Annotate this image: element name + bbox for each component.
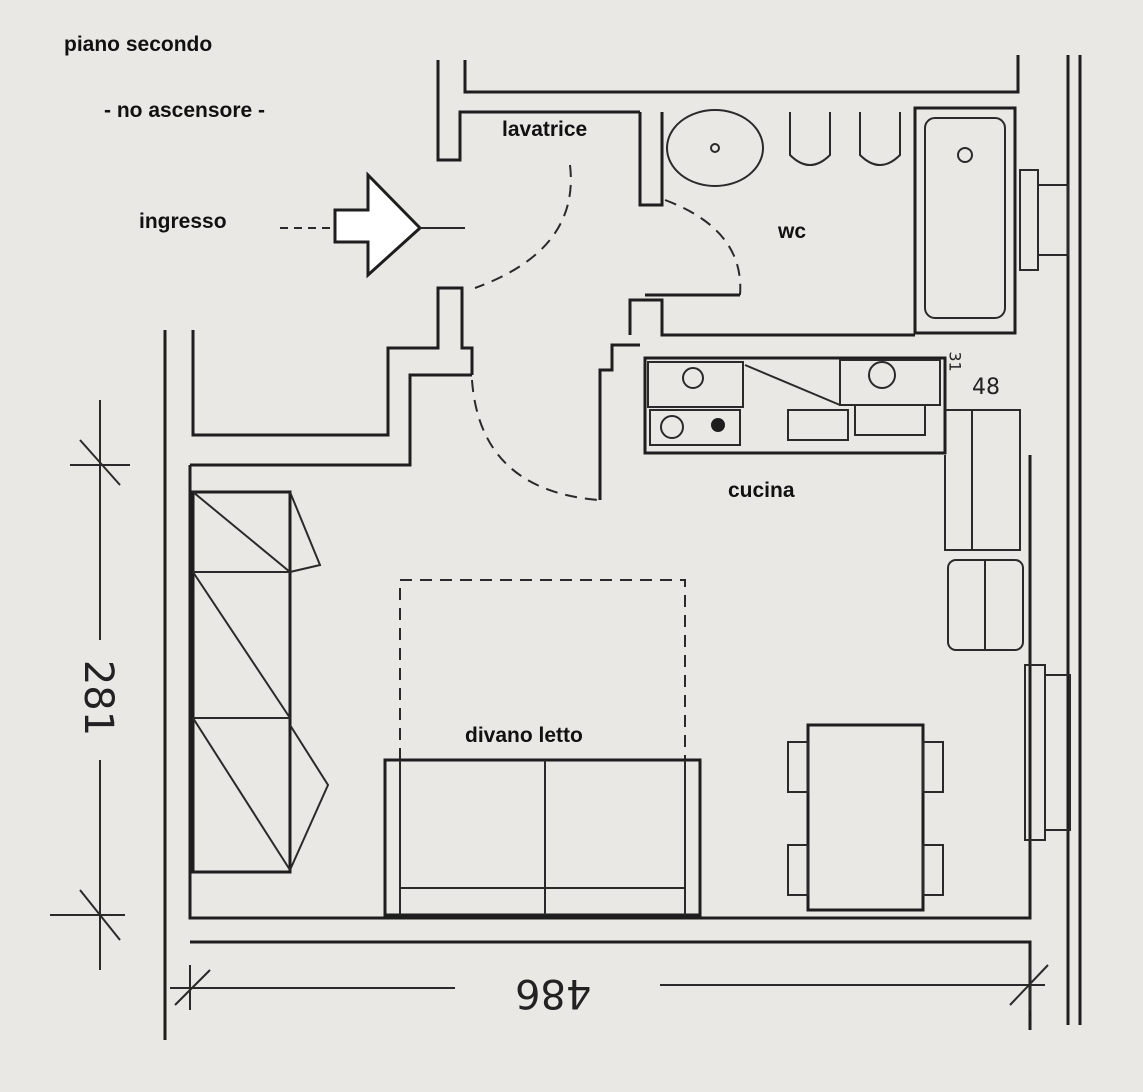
wardrobe [191, 490, 330, 874]
door-arcs [471, 164, 742, 501]
floor-label: piano secondo [64, 33, 213, 56]
room-label-kitchen: cucina [728, 479, 795, 502]
no-elevator-note: - no ascensore - [104, 99, 266, 122]
dimension-width: 486 [515, 970, 592, 1016]
room-label-bathroom: wc [778, 220, 807, 243]
dimension-height: 281 [75, 659, 122, 737]
dimension-kitchen-b: 48 [972, 375, 1000, 400]
bathroom-fixtures [666, 106, 1069, 335]
dining-table [787, 723, 944, 912]
sofa-bed [383, 579, 702, 917]
room-label-sofa-bed: divano letto [465, 724, 583, 747]
dimension-kitchen-a: 31 [945, 351, 965, 372]
entrance-arrow-icon [280, 171, 465, 279]
room-label-laundry: lavatrice [502, 118, 588, 141]
kitchen-counter [643, 356, 1071, 841]
dimension-lines [50, 400, 1049, 1010]
room-label-entrance: ingresso [139, 210, 227, 233]
